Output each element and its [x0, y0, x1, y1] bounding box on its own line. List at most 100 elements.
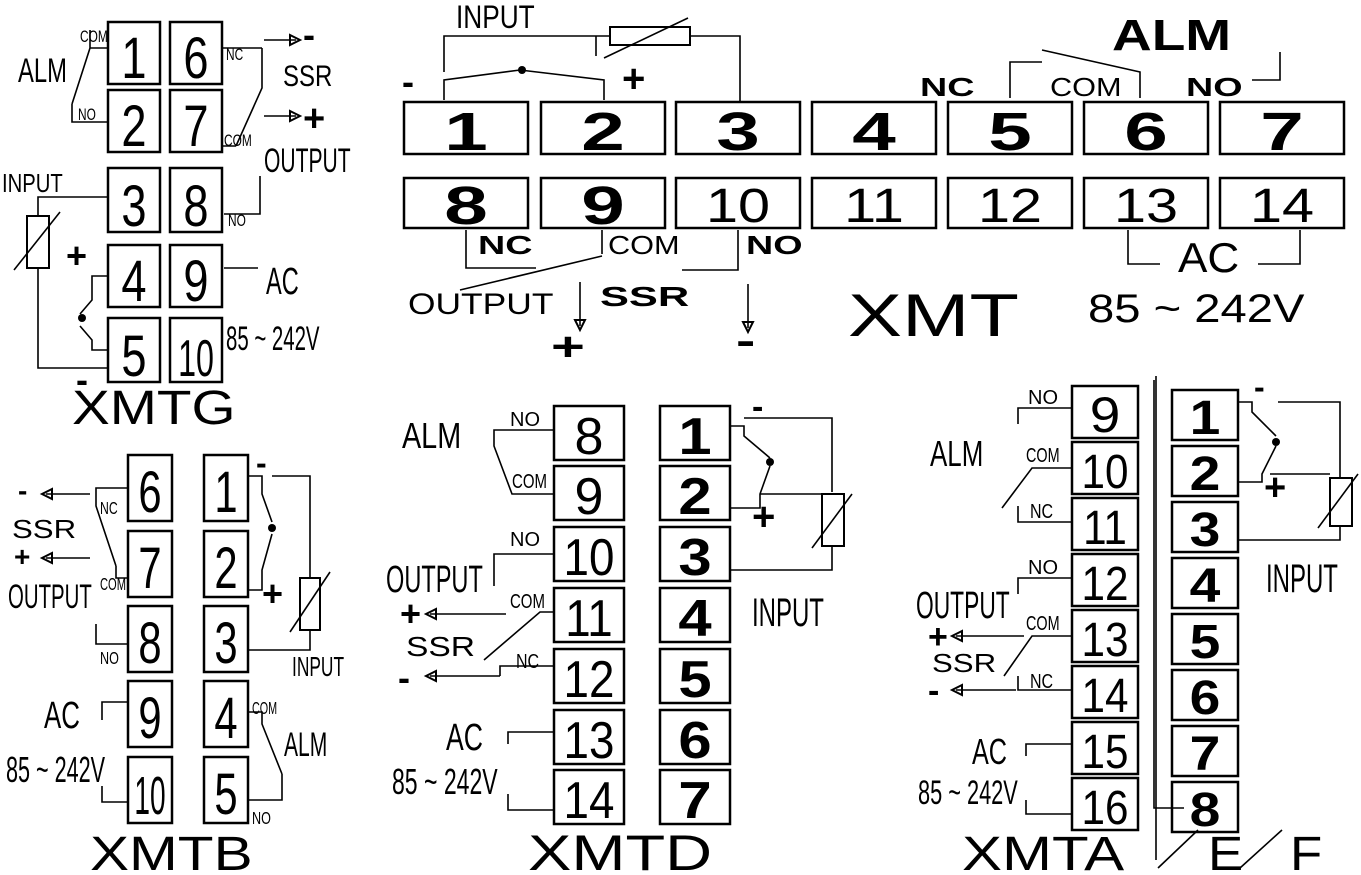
xmt-terminal-13: 13 — [1114, 179, 1178, 232]
xmtg-output-label: OUTPUT — [264, 141, 351, 179]
xmtg-ssr-com-label: COM — [224, 132, 252, 151]
xmtb-terminal-5: 5 — [214, 761, 237, 826]
xmt-alm-no-label: NO — [1186, 73, 1243, 102]
xmtg-terminal-5: 5 — [121, 325, 146, 390]
xmta-title-slash-2 — [1239, 829, 1283, 869]
xmt-input-plus: + — [622, 57, 645, 101]
xmta-ssr-label: SSR — [932, 649, 996, 678]
xmt-bottom-terminals: 8 9 10 11 12 13 14 — [402, 176, 1346, 236]
xmta-alm-label: ALM — [930, 434, 983, 474]
xmtb-terminal-7: 7 — [138, 535, 161, 600]
xmtd-terminal-11: 11 — [565, 590, 613, 647]
xmtb-terminal-9: 9 — [138, 685, 161, 750]
xmtd-diagram: 8 9 10 11 12 13 14 1 2 3 4 5 6 7 ALM NO — [386, 388, 853, 875]
xmt-ac-label: AC — [1178, 235, 1239, 282]
xmtg-input-label: INPUT — [2, 169, 63, 198]
xmtd-terminal-8: 8 — [575, 408, 604, 466]
xmta-ssr-minus: - — [928, 672, 939, 710]
xmtb-voltage-label: 85 ~ 242V — [6, 750, 105, 790]
xmtd-out-com-label: COM — [510, 590, 545, 613]
xmta-alm-nc-label: NC — [1030, 500, 1053, 522]
xmta-output-label: OUTPUT — [916, 584, 1010, 626]
xmtb-input-label: INPUT — [292, 651, 344, 682]
xmta-out-no-label: NO — [1028, 557, 1058, 579]
xmtd-alm-no-label: NO — [510, 409, 540, 431]
xmt-terminal-4: 4 — [852, 102, 896, 162]
xmt-ssr-plus: + — [551, 324, 585, 369]
xmtb-right-terminals: 1 2 3 4 5 — [202, 453, 250, 827]
xmtd-terminal-13: 13 — [564, 712, 615, 769]
xmt-terminal-2: 2 — [581, 102, 625, 162]
xmt-alm-com-label: COM — [1050, 73, 1122, 102]
xmta-terminal-1: 1 — [1190, 390, 1221, 444]
xmtg-terminal-3: 3 — [121, 175, 146, 240]
xmt-terminal-3: 3 — [716, 102, 760, 162]
xmt-input-pivot — [518, 66, 526, 74]
xmt-alm-label: ALM — [1112, 10, 1231, 59]
xmtg-terminal-4: 4 — [121, 250, 146, 315]
xmta-ssr-plus: + — [928, 618, 948, 656]
xmtb-terminal-1: 1 — [214, 459, 237, 524]
xmtg-ssr-label: SSR — [283, 58, 332, 92]
xmtb-terminal-2: 2 — [214, 535, 237, 600]
xmt-terminal-12: 12 — [978, 179, 1042, 232]
xmt-terminal-7: 7 — [1260, 102, 1304, 162]
xmtd-terminal-5: 5 — [678, 650, 711, 708]
xmtd-alm-com-label: COM — [512, 470, 547, 493]
xmt-input-minus: - — [402, 61, 414, 102]
xmtg-terminal-6: 6 — [183, 27, 208, 92]
xmt-ssr-minus: - — [736, 318, 755, 363]
xmtb-no-label: NO — [100, 649, 119, 669]
xmtg-diagram: 1 2 3 4 5 6 7 8 9 10 ALM COM NO NC COM N… — [2, 14, 351, 435]
xmtd-input-minus: - — [752, 388, 763, 426]
xmta-terminal-5: 5 — [1190, 614, 1221, 668]
xmtb-terminal-10: 10 — [134, 766, 165, 826]
xmt-terminal-14: 14 — [1250, 179, 1314, 232]
xmtb-title: XMTB — [90, 828, 253, 875]
xmtb-terminal-3: 3 — [214, 610, 237, 675]
xmtd-terminal-3: 3 — [678, 528, 711, 586]
xmta-input-pivot — [1272, 438, 1280, 446]
xmtg-left-terminals: 1 2 3 4 5 — [106, 20, 162, 390]
xmtd-input-plus: + — [752, 495, 775, 539]
xmtg-ac-label: AC — [266, 259, 299, 302]
xmtd-terminal-1: 1 — [678, 407, 711, 465]
xmta-terminal-10: 10 — [1082, 444, 1129, 498]
xmtd-terminal-4: 4 — [678, 589, 711, 647]
xmtg-ssr-nc-label: NC — [226, 46, 244, 65]
xmtg-alm-label: ALM — [18, 52, 67, 90]
xmta-input-label: INPUT — [1266, 556, 1338, 601]
xmt-top-terminals: 1 2 3 4 5 6 7 — [402, 100, 1346, 162]
xmta-alm-no-label: NO — [1028, 387, 1058, 409]
xmt-ssr-label: SSR — [600, 281, 689, 312]
xmtg-ssr-no-label: NO — [228, 212, 246, 231]
xmta-terminal-16: 16 — [1082, 780, 1129, 834]
xmtb-terminal-6: 6 — [138, 459, 161, 524]
xmt-terminal-8: 8 — [444, 176, 488, 236]
xmta-terminal-7: 7 — [1190, 726, 1221, 780]
xmta-title-f: F — [1290, 826, 1322, 875]
xmt-out-com-label: COM — [608, 231, 680, 260]
xmtd-input-pivot — [766, 458, 774, 466]
xmtd-input-label: INPUT — [752, 590, 824, 635]
xmt-terminal-11: 11 — [844, 179, 904, 232]
xmtg-terminal-9: 9 — [183, 250, 208, 315]
xmta-title-slash-1 — [1157, 829, 1199, 869]
xmta-out-nc-label: NC — [1030, 670, 1053, 692]
xmt-output-label: OUTPUT — [408, 287, 553, 321]
xmt-terminal-9: 9 — [581, 176, 625, 236]
xmtd-out-nc-label: NC — [516, 650, 539, 672]
xmta-terminal-15: 15 — [1082, 724, 1129, 778]
xmt-alm-nc-label: NC — [920, 73, 974, 102]
xmtg-input-plus: + — [66, 235, 87, 276]
xmtg-title: XMTG — [72, 381, 236, 435]
xmta-terminal-4: 4 — [1190, 558, 1221, 612]
xmt-input-label: INPUT — [456, 1, 535, 36]
xmta-terminal-9: 9 — [1090, 387, 1121, 443]
xmtb-ac-label: AC — [44, 694, 80, 736]
xmt-out-no-label: NO — [746, 231, 803, 260]
xmtb-diagram: 6 7 8 9 10 1 2 3 4 5 NC COM NO - SSR + O… — [6, 445, 344, 875]
xmta-terminal-8: 8 — [1190, 782, 1221, 836]
xmtd-terminal-9: 9 — [575, 468, 604, 526]
